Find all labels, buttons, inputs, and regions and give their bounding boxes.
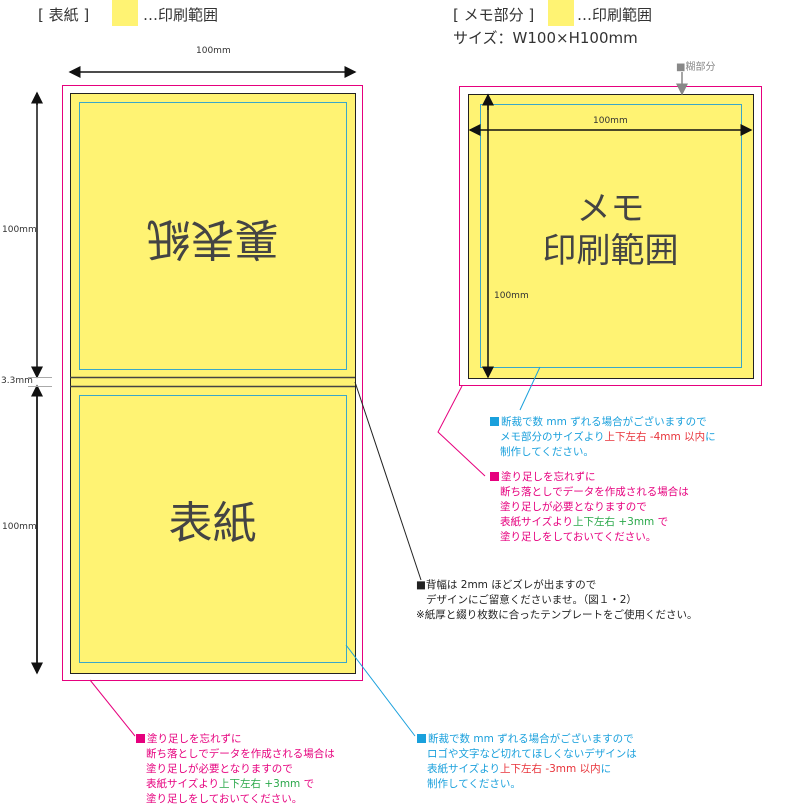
spine-note: ■背幅は 2mm ほどズレが出ますので デザインにご留意くださいませ。（図１・2… [416, 579, 698, 621]
memo-print-area-text: メモ 印刷範囲 [480, 188, 741, 272]
cover-bleed-line [62, 85, 363, 681]
memo-text-line2: 印刷範囲 [542, 231, 679, 271]
memo-width-label: 100mm [593, 116, 628, 126]
glue-area-label: ■糊部分 [676, 62, 716, 73]
memo-text-line1: メモ [576, 189, 645, 229]
memo-legend-label: …印刷範囲 [577, 6, 653, 24]
cover-trim-line [70, 93, 356, 674]
cover-top-height-label: 100mm [2, 225, 37, 235]
back-cover-safe-line [79, 102, 347, 370]
cover-legend-label: …印刷範囲 [143, 6, 219, 24]
front-cover-text: 表紙 [168, 498, 257, 549]
cover-width-label: 100mm [196, 46, 231, 56]
cover-trim-note: 断裁で数 mm ずれる場合がございますので ロゴや文字など切れてほしくないデザイ… [417, 732, 637, 792]
print-area-swatch [112, 0, 138, 26]
cover-bleed-note: 塗り足しを忘れずに 断ち落としでデータを作成される場合は 塗り足しが必要となりま… [136, 732, 335, 807]
front-cover-safe-line [79, 395, 347, 663]
cover-header-title: [ 表紙 ] [38, 6, 90, 24]
cover-bottom-height-label: 100mm [2, 522, 37, 532]
memo-bleed-note: 塗り足しを忘れずに 断ち落としでデータを作成される場合は 塗り足しが必要となりま… [490, 470, 689, 545]
back-cover-text: 裏表紙 [146, 213, 279, 264]
memo-print-area-swatch [548, 0, 574, 26]
memo-size-label: サイズ：W100×H100mm [453, 29, 638, 47]
spine-width-label: 3.3mm [1, 376, 33, 386]
memo-height-label: 100mm [494, 291, 529, 301]
memo-header-title: [ メモ部分 ] [453, 6, 535, 24]
memo-trim-note: 断裁で数 mm ずれる場合がございますので メモ部分のサイズより上下左右 -4m… [490, 415, 716, 460]
